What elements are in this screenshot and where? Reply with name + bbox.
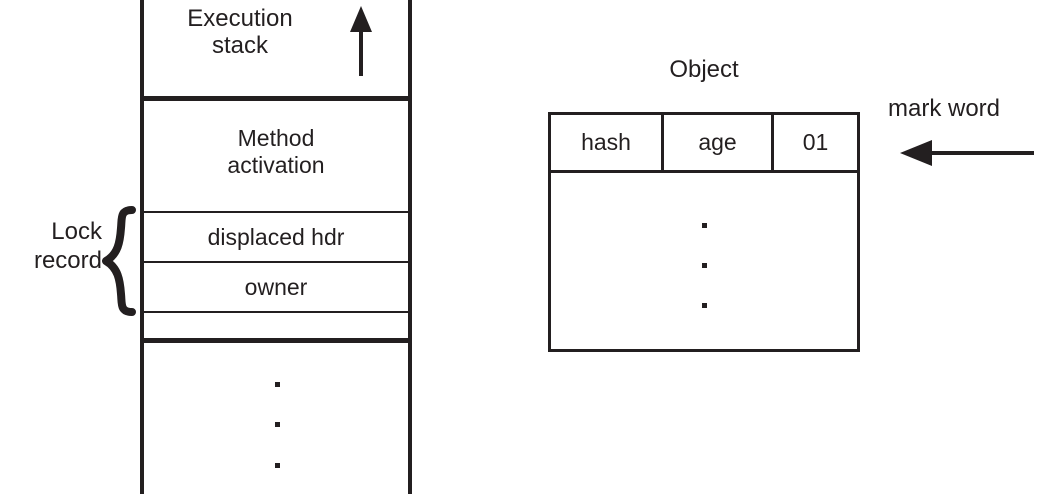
stack-right-border [408,0,412,494]
mark-word-label: mark word [888,95,1001,122]
stack-left-border [140,0,144,494]
stack-ellipsis-dot [275,382,280,387]
stack-rule-bottom-thick [140,338,412,343]
stack-cell-owner: owner [244,274,308,300]
mark-word-field-hash: hash [551,115,664,170]
stack-rule-top-thick [140,96,412,101]
execution-stack-frame: Method activation displaced hdr owner [140,0,412,494]
stack-rule-method-bottom [140,211,412,213]
arrow-shaft [926,151,1034,155]
stack-ellipsis-dot [275,422,280,427]
stack-rule-owner-bottom [140,311,412,313]
mark-word-field-age: age [664,115,774,170]
execution-stack-label: Execution stack [187,5,293,59]
object-ellipsis-dot [702,263,707,268]
stack-ellipsis-dot [275,463,280,468]
mark-word-pointer-arrow-icon [900,140,1034,166]
mark-word-field-tag-bits: 01 [802,129,829,155]
object-ellipsis-dot [702,223,707,228]
stack-cell-method-activation: Method activation [227,125,325,179]
object-mark-word-row: hash age 01 [551,115,857,173]
object-label: Object [669,56,739,83]
lock-record-label: Lock record [33,218,102,274]
stack-growth-arrow-icon [348,6,374,76]
arrow-shaft [359,26,363,76]
object-ellipsis-dot [702,303,707,308]
object-fields-area [551,173,857,349]
arrow-head [350,6,372,32]
stack-cell-displaced-hdr: displaced hdr [207,224,345,250]
lock-record-brace-icon [102,206,136,316]
stack-rule-displaced-bottom [140,261,412,263]
object-box: hash age 01 [548,112,860,352]
